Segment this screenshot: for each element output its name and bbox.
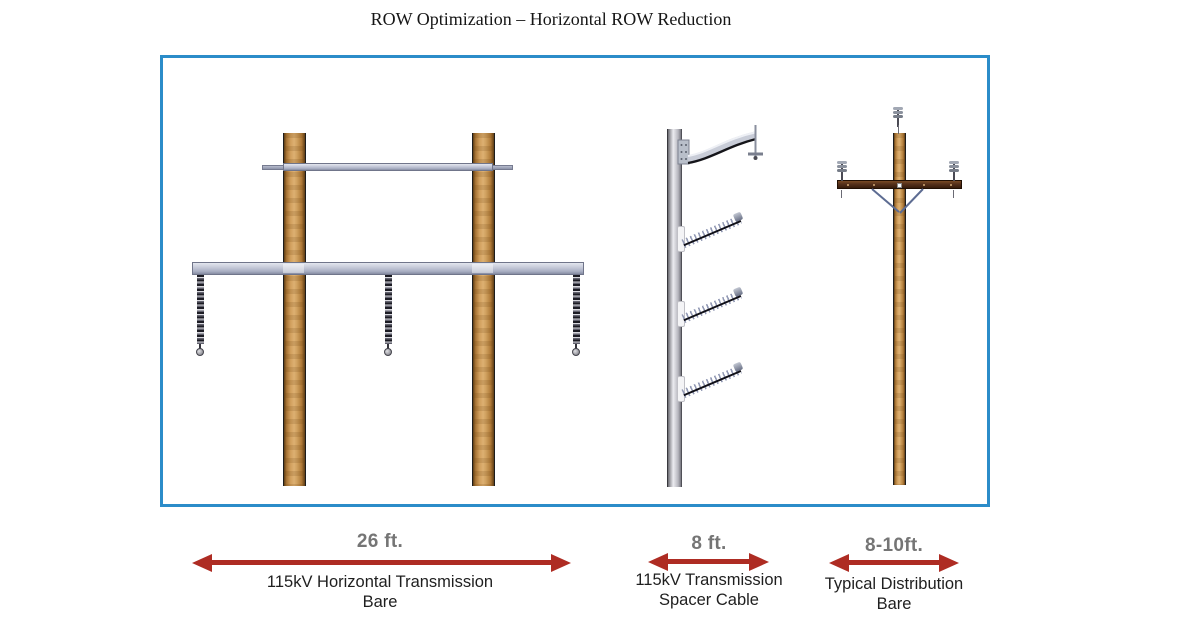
- crossarm-bolt: [923, 184, 925, 186]
- insulator-tie-wire: [841, 190, 842, 198]
- insulator-ball: [384, 348, 392, 356]
- crossarm-bolt: [950, 184, 952, 186]
- pin-insulator-right: [948, 160, 960, 181]
- wood-grain: [284, 133, 305, 486]
- post-insulator-bar: [681, 290, 743, 323]
- label-line: Bare: [876, 595, 912, 613]
- dimension-arrow-8ft: [648, 552, 769, 571]
- label-distribution: Typical Distribution Bare: [808, 574, 980, 614]
- lower-crossarm: [192, 262, 584, 275]
- upper-crossarm-right-tab: [491, 165, 513, 170]
- insulator-string-center: [385, 275, 392, 344]
- insulator-string-left: [197, 275, 204, 344]
- pin-insulator-left: [836, 160, 848, 181]
- crossarm-bolt: [847, 184, 849, 186]
- label-spacer-cable: 115kV Transmission Spacer Cable: [629, 570, 789, 610]
- insulator-ball: [196, 348, 204, 356]
- insulator-ball: [572, 348, 580, 356]
- crossarm-center-plate: [897, 183, 902, 188]
- cantilever-arm: [677, 125, 763, 165]
- upper-crossarm: [283, 163, 493, 171]
- dimension-8ft: 8 ft.: [691, 533, 727, 554]
- post-insulator-top: [681, 215, 747, 248]
- insulator-link: [199, 344, 201, 349]
- post-insulator-bottom: [681, 365, 747, 398]
- label-line: Bare: [362, 593, 398, 611]
- wood-grain: [894, 133, 905, 485]
- crossarm-braces: [871, 188, 924, 214]
- label-line: 115kV Horizontal Transmission: [266, 573, 494, 591]
- dimension-8-10ft: 8-10ft.: [864, 535, 924, 556]
- pin-insulator-top: [892, 106, 904, 127]
- page-title: ROW Optimization – Horizontal ROW Reduct…: [370, 9, 732, 29]
- post-insulator-middle: [681, 290, 747, 323]
- post-insulator-bar: [681, 215, 743, 248]
- crossarm-pole-mount: [472, 264, 493, 273]
- crossarm-bolt: [873, 184, 875, 186]
- crossarm-pole-mount: [283, 264, 304, 273]
- post-insulator-bar: [681, 365, 743, 398]
- label-line: 115kV Transmission: [635, 571, 783, 589]
- wood-grain: [473, 133, 494, 486]
- wood-pole-left: [283, 133, 306, 486]
- label-line: Spacer Cable: [659, 591, 759, 609]
- upper-crossarm-left-tab: [262, 165, 285, 170]
- distribution-pole: [893, 133, 906, 485]
- insulator-string-right: [573, 275, 580, 344]
- dimension-arrow-26ft: [192, 553, 571, 572]
- dimension-26ft: 26 ft.: [356, 531, 404, 552]
- distribution-crossarm: [837, 180, 962, 189]
- label-line: Typical Distribution: [824, 575, 964, 593]
- insulator-link: [575, 344, 577, 349]
- pole-top-pin: [898, 125, 899, 134]
- insulator-link: [387, 344, 389, 349]
- insulator-tie-wire: [953, 190, 954, 198]
- wood-pole-right: [472, 133, 495, 486]
- dimension-arrow-8-10ft: [829, 553, 959, 572]
- label-h-frame: 115kV Horizontal Transmission Bare: [190, 572, 570, 612]
